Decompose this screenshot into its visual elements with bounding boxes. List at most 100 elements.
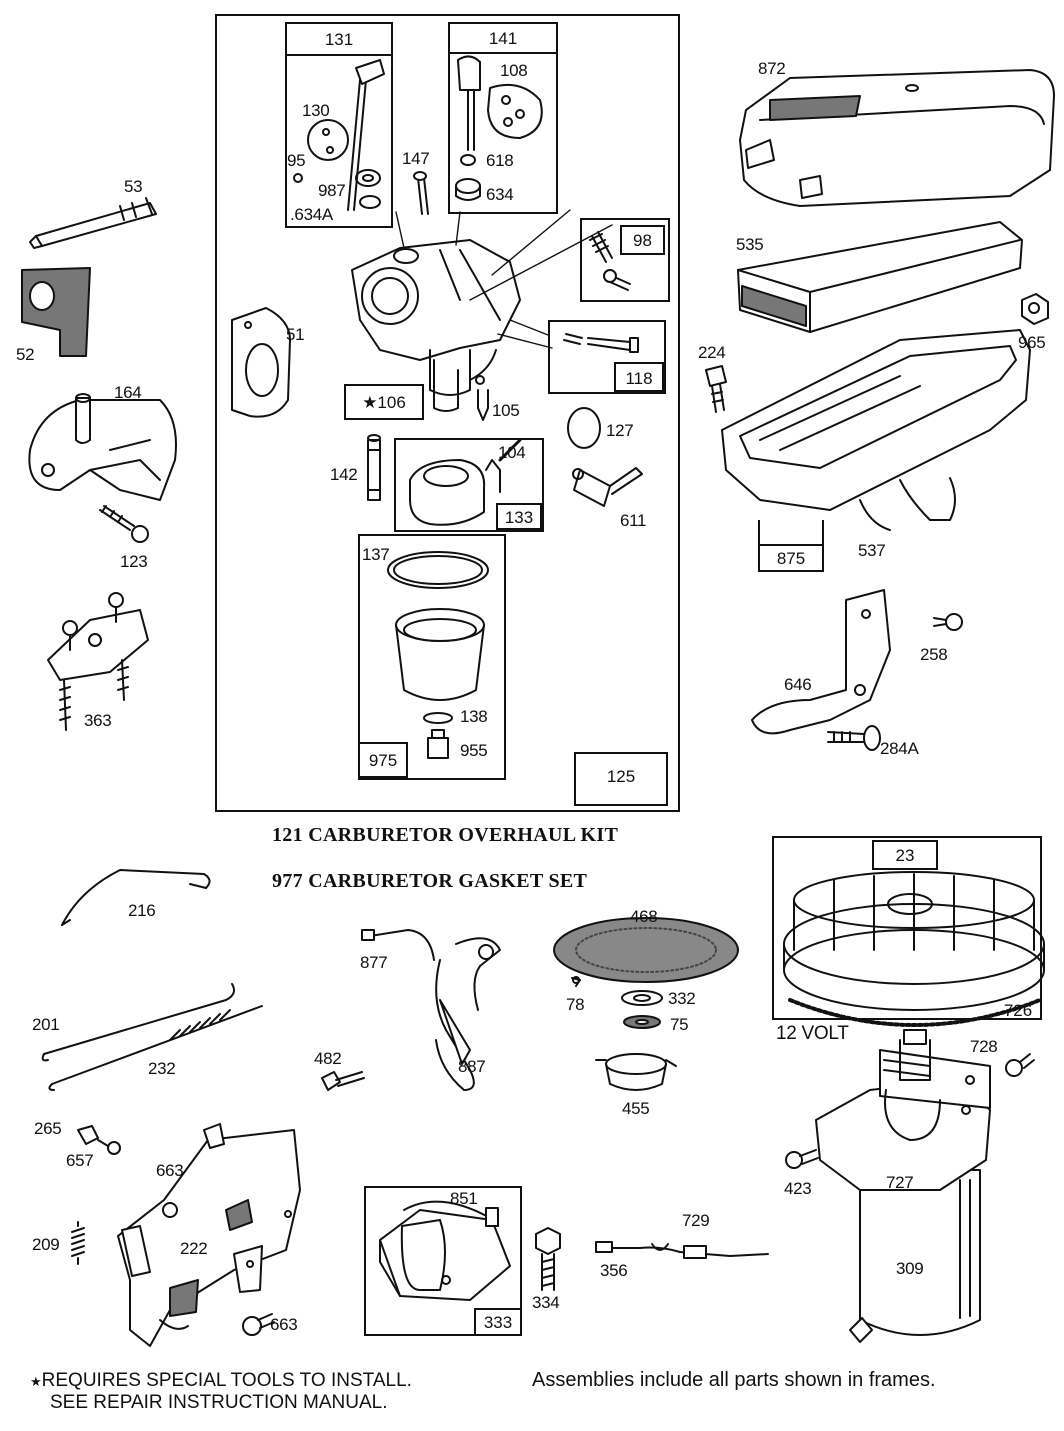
part-carburetor-body (351, 239, 521, 412)
frame-label-975: 975 (368, 751, 398, 770)
callout-52: 52 (16, 345, 35, 364)
callout-222: 222 (180, 1239, 208, 1258)
callout-987: 987 (318, 181, 346, 200)
frame-label-118: 118 (625, 369, 653, 388)
callout-95: 95 (287, 151, 306, 170)
part-727-bracket (815, 1029, 991, 1191)
special-tools-line2: SEE REPAIR INSTRUCTION MANUAL. (50, 1392, 388, 1413)
part-137-ring (387, 551, 489, 589)
part-53-shaft (29, 197, 157, 249)
frame-121-carburetor (215, 14, 680, 812)
part-875-base (721, 329, 1031, 531)
part-209-spring (71, 1221, 85, 1265)
callout-618: 618 (486, 151, 514, 170)
special-tools-note: ★REQUIRES SPECIAL TOOLS TO INSTALL. SEE … (30, 1370, 412, 1413)
part-284A-screw (827, 725, 881, 751)
callout-216: 216 (128, 901, 156, 920)
callout-657: 657 (66, 1151, 94, 1170)
callout-334: 334 (532, 1293, 560, 1312)
part-455-cup (595, 1053, 677, 1091)
callout-955: 955 (460, 741, 488, 760)
frame-label-98: 98 (633, 231, 652, 250)
callout-104: 104 (498, 443, 526, 462)
callout-535: 535 (736, 235, 764, 254)
callout-123: 123 (120, 552, 148, 571)
frame-875-tab (758, 544, 824, 572)
callout-455: 455 (622, 1099, 650, 1118)
callout-201: 201 (32, 1015, 60, 1034)
part-265-nut (77, 1125, 99, 1145)
frame-23-tab (872, 840, 938, 870)
callout-727: 727 (886, 1173, 914, 1192)
callout-468: 468 (630, 907, 658, 926)
callout-877: 877 (360, 953, 388, 972)
callout-108: 108 (500, 61, 528, 80)
callout-634a: .634A (290, 205, 333, 224)
callout-130: 130 (302, 101, 330, 120)
frame-label-125: 125 (606, 767, 636, 786)
callout-611: 611 (620, 511, 647, 530)
part-728-screw (1005, 1053, 1035, 1077)
part-535-filter (737, 221, 1023, 333)
star-icon: ★ (30, 1374, 42, 1389)
callout-309: 309 (896, 1259, 924, 1278)
assemblies-note: Assemblies include all parts shown in fr… (532, 1369, 936, 1391)
frame-133-tab (496, 503, 542, 530)
part-663-screw-lower (242, 1313, 275, 1336)
callout-537: 537 (858, 541, 886, 560)
callout-872: 872 (758, 59, 786, 78)
frame-125 (574, 752, 668, 806)
callout-105: 105 (492, 401, 520, 420)
callout-646: 646 (784, 675, 812, 694)
part-138-washer (423, 712, 453, 724)
callout-265: 265 (34, 1119, 62, 1138)
part-141-choke (455, 55, 543, 201)
callout-663-upper: 663 (156, 1161, 184, 1180)
part-851-coil (379, 1200, 511, 1301)
part-133-float (409, 438, 522, 526)
frame-975-tab (358, 742, 408, 778)
part-877-wire (361, 929, 435, 961)
part-131-throttle (293, 59, 385, 211)
part-222-control-bracket (117, 1123, 301, 1347)
callout-78: 78 (566, 995, 585, 1014)
part-float-bowl (395, 608, 485, 701)
frame-label-133: 133 (504, 508, 534, 527)
special-tools-line1: REQUIRES SPECIAL TOOLS TO INSTALL. (41, 1370, 412, 1391)
part-258-screw (933, 613, 963, 631)
frame-131-tab (285, 22, 393, 56)
frame-141-tab (448, 22, 558, 54)
frame-118-tab (614, 362, 664, 392)
part-872-cover (739, 69, 1055, 207)
callout-51: 51 (286, 325, 305, 344)
callout-258: 258 (920, 645, 948, 664)
frame-label-131: 131 (324, 30, 354, 49)
part-224-bolt (705, 365, 727, 413)
frame-118 (548, 320, 666, 394)
frame-98 (580, 218, 670, 302)
part-363-bracket (47, 592, 149, 731)
kit-title-carburetor-gasket: 977 CARBURETOR GASKET SET (272, 870, 588, 892)
kit-title-carburetor-overhaul: 121 CARBURETOR OVERHAUL KIT (272, 824, 619, 846)
part-52-gasket (21, 267, 91, 357)
frame-label-333: 333 (483, 1313, 513, 1332)
part-starter-motor (849, 1169, 981, 1343)
part-468-screen (553, 917, 739, 983)
callout-423: 423 (784, 1179, 812, 1198)
part-164-manifold (28, 393, 177, 501)
part-955-bolt (427, 729, 449, 759)
callout-887: 887 (458, 1057, 486, 1076)
part-105-jet (475, 375, 489, 421)
part-482-screw (321, 1071, 365, 1091)
callout-965: 965 (1018, 333, 1046, 352)
callout-137: 137 (362, 545, 390, 564)
part-51-gasket (231, 307, 291, 418)
voltage-label: 12 VOLT (776, 1023, 849, 1044)
frame-label-141: 141 (488, 29, 518, 48)
callout-75: 75 (670, 1015, 689, 1034)
frame-333-tab (474, 1308, 522, 1336)
part-965-nut (1021, 293, 1049, 325)
callout-851: 851 (450, 1189, 478, 1208)
part-75-washer (623, 1015, 661, 1029)
